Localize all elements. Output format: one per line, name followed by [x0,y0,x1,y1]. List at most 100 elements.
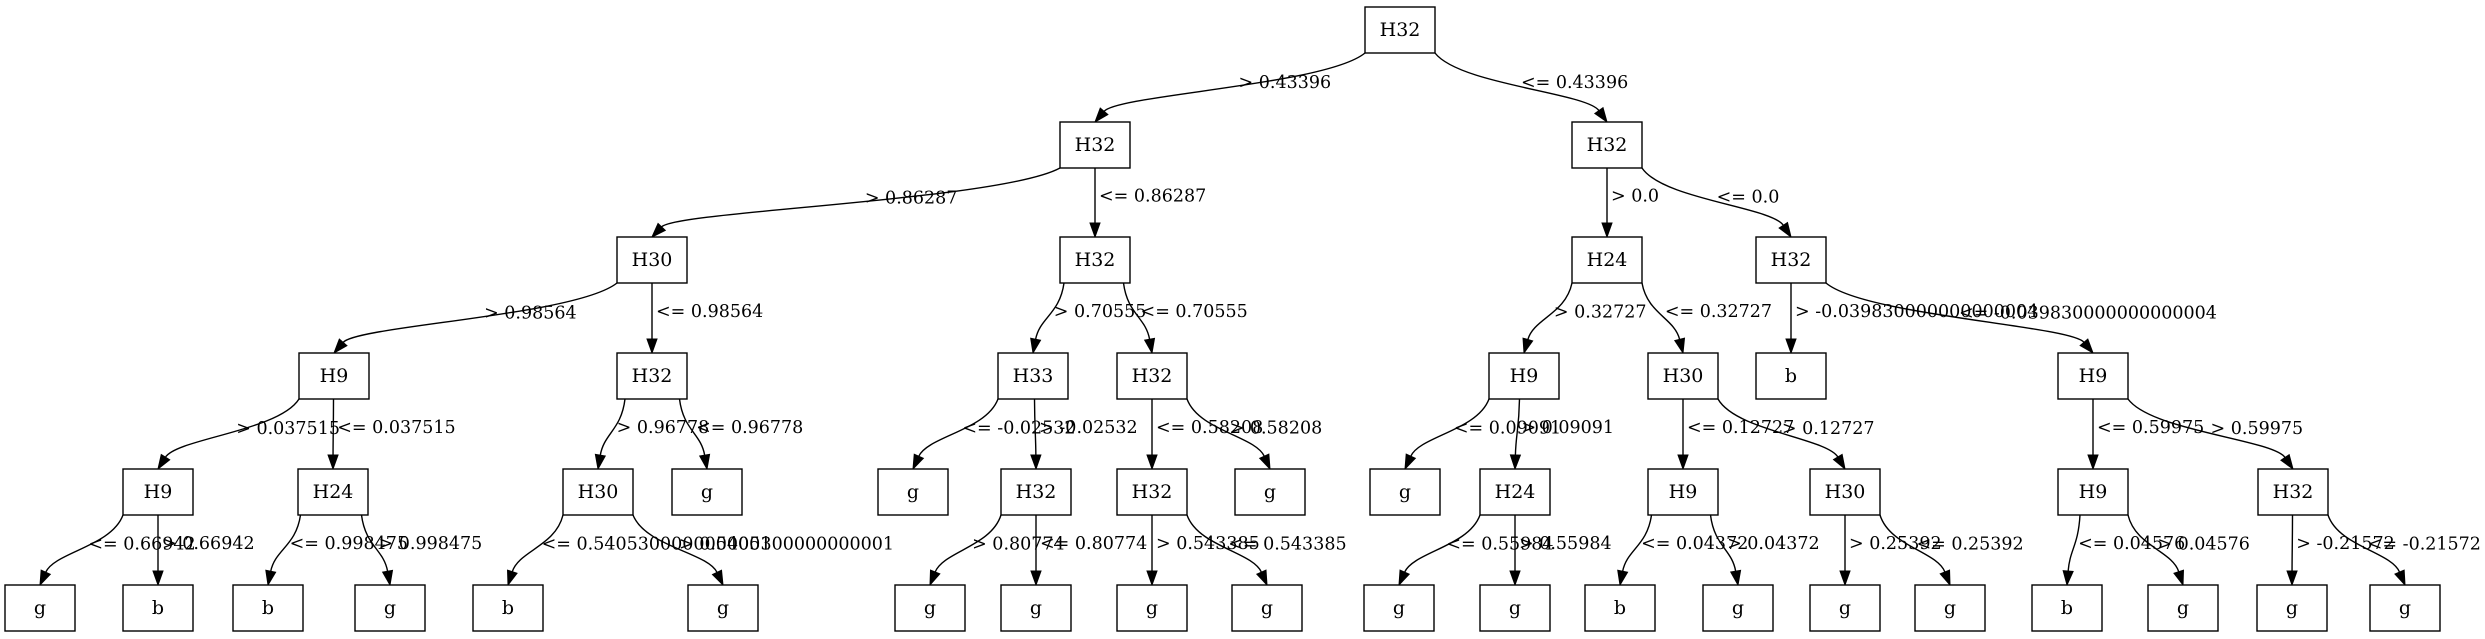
arrowhead-icon [929,569,941,587]
edge-line [1186,514,1263,573]
edge-label: > 0.58208 [1230,419,1323,439]
node-label: b [502,597,514,619]
node-box [2031,584,2103,632]
edge-label: <= -0.21572 [2368,535,2481,555]
arrowhead-icon [1143,337,1156,355]
split-node: H32 [1755,236,1827,284]
edge-line [1122,282,1151,340]
tree-edge: > 0.04372 [1709,514,1820,587]
split-node: H30 [616,236,688,284]
node-label: H30 [578,481,619,503]
split-node: H32 [1000,468,1072,516]
edge-label: > 0.96778 [617,418,710,438]
node-label: g [2399,597,2411,619]
node-box [2057,468,2129,516]
node-label: g [1839,597,1851,619]
node-box [1809,584,1881,632]
split-node: H24 [1571,236,1643,284]
edge-line [918,398,999,457]
node-box [1000,584,1072,632]
node-box [1809,468,1881,516]
edge-label: > 0.70555 [1054,302,1147,322]
tree-edge: > 0.98564 [333,282,618,355]
edge-line [1527,282,1573,340]
arrowhead-icon [1778,221,1792,239]
split-node: H32 [1059,236,1131,284]
node-box [894,584,966,632]
arrowhead-icon [1030,337,1042,355]
node-box [122,584,194,632]
node-label: H9 [320,365,349,387]
leaf-node: g [1231,584,1303,632]
arrowhead-icon [1030,454,1042,471]
node-box [687,584,759,632]
node-box [1116,584,1188,632]
edge-label: > -0.039830000000000004 [1795,302,2038,322]
leaf-node: g [671,468,743,516]
arrowhead-icon [2173,569,2185,587]
leaf-node: g [1369,468,1441,516]
tree-edge: <= 0.70555 [1122,282,1248,355]
edge-line [45,514,124,573]
node-label: g [1509,597,1521,619]
arrowhead-icon [1404,453,1417,471]
node-box [297,468,369,516]
arrowhead-icon [2280,453,2294,471]
node-box [616,352,688,400]
split-node: H30 [562,468,634,516]
node-label: g [2286,597,2298,619]
edge-label: <= 0.32727 [1665,302,1772,322]
edge-line [1434,52,1600,112]
node-box [1479,468,1551,516]
arrowhead-icon [1030,570,1042,587]
edge-label: <= 0.998475 [290,534,408,554]
edge-line [2127,398,2286,458]
node-box [1488,352,1560,400]
tree-edge: <= 0.543385 [1186,514,1347,587]
leaf-node: b [232,584,304,632]
tree-edge: <= 0.998475 [265,514,408,587]
node-label: g [1264,481,1276,503]
edge-label: > 0.98564 [484,304,577,324]
edge-line [1403,514,1481,573]
edge-label: > -0.21572 [2296,534,2395,554]
node-label: H24 [313,481,354,503]
arrowhead-icon [1509,454,1522,471]
node-box [354,584,426,632]
arrowhead-icon [646,338,658,355]
tree-edge: <= 0.59975 [2087,398,2204,471]
node-box [2369,584,2441,632]
edge-line [1879,514,1946,573]
tree-edge: <= 0.04372 [1617,514,1748,587]
edge-label: <= 0.80774 [1040,534,1147,554]
node-label: g [1146,597,1158,619]
edge-line [934,514,1002,573]
edge-label: > 0.66942 [162,534,255,554]
leaf-node: g [4,584,76,632]
node-box [1059,121,1131,169]
node-label: g [1030,597,1042,619]
arrowhead-icon [265,569,277,587]
edge-label: > 0.5405300000000001 [679,535,894,555]
split-node: H32 [2257,468,2329,516]
arrowhead-icon [2062,570,2074,587]
node-box [2147,584,2219,632]
edge-label: <= 0.037515 [337,418,455,438]
leaf-node: g [877,468,949,516]
tree-edge: <= 0.43396 [1434,52,1628,124]
edge-label: > 0.59975 [2211,419,2304,439]
node-label: g [1732,597,1744,619]
edge-label: > 0.0 [1611,187,1659,207]
edge-label: > 0.43396 [1239,73,1332,93]
node-label: g [1261,597,1273,619]
node-label: H32 [1075,249,1116,271]
edge-line [270,514,302,572]
edge-label: <= 0.96778 [696,418,803,438]
tree-edge: > -0.21572 [2286,514,2395,587]
node-box [997,352,1069,400]
node-box [562,468,634,516]
edge-label: > 0.12727 [1782,419,1875,439]
tree-edge: > 0.43396 [1094,52,1366,124]
